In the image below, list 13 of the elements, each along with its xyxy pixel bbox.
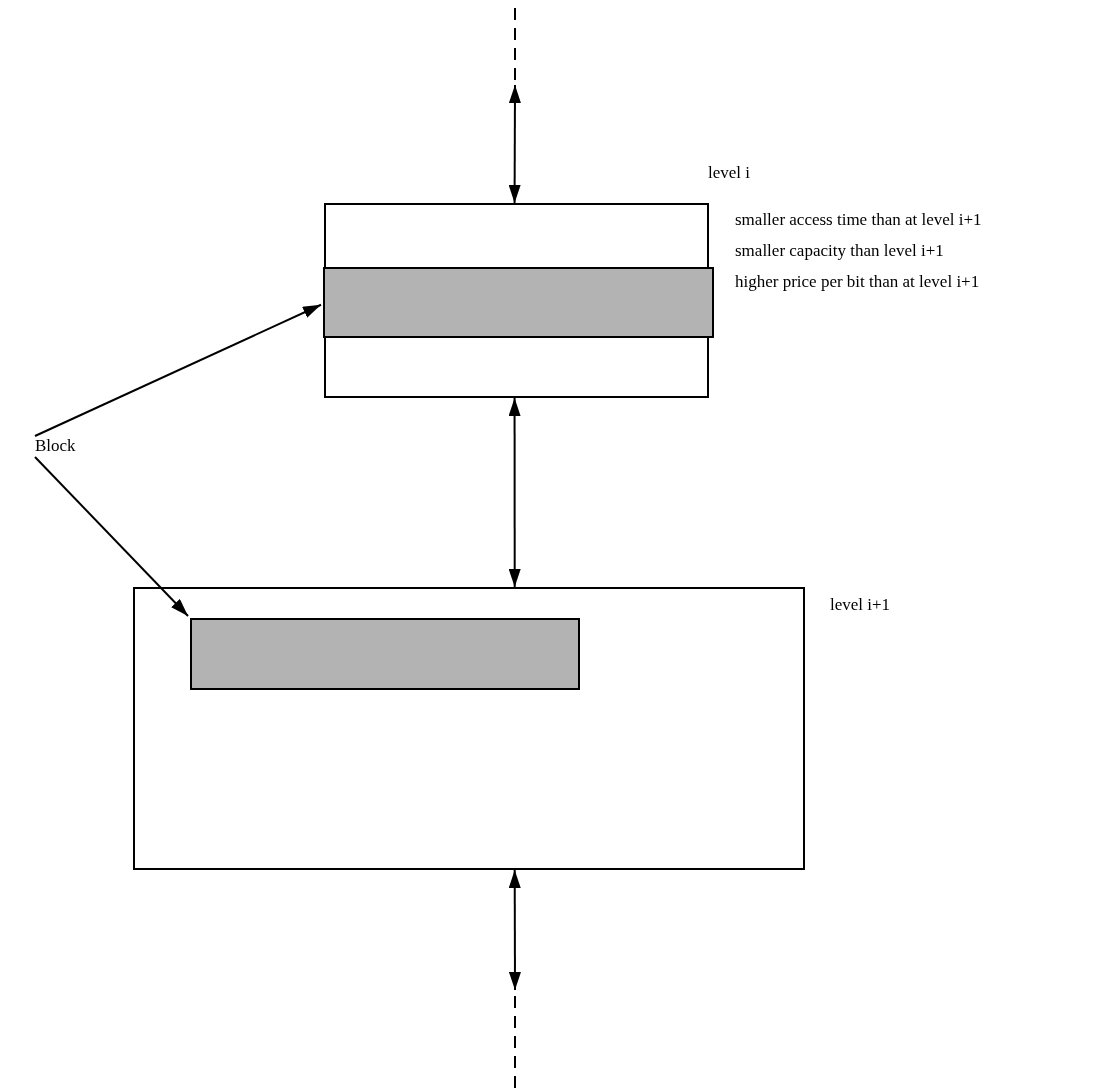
arrow (34, 456, 189, 617)
double-arrow (508, 84, 521, 204)
block-bar (190, 618, 580, 690)
level-label: level i (708, 163, 750, 183)
property-note: higher price per bit than at level i+1 (735, 271, 981, 292)
arrow (34, 303, 322, 437)
block-label: Block (35, 436, 76, 456)
property-note: smaller access time than at level i+1 (735, 209, 982, 230)
level-label: level i+1 (830, 595, 891, 615)
double-arrow (508, 397, 521, 588)
property-note: smaller capacity than level i+1 (735, 240, 945, 261)
double-arrow (508, 869, 521, 991)
block-bar (323, 267, 714, 338)
